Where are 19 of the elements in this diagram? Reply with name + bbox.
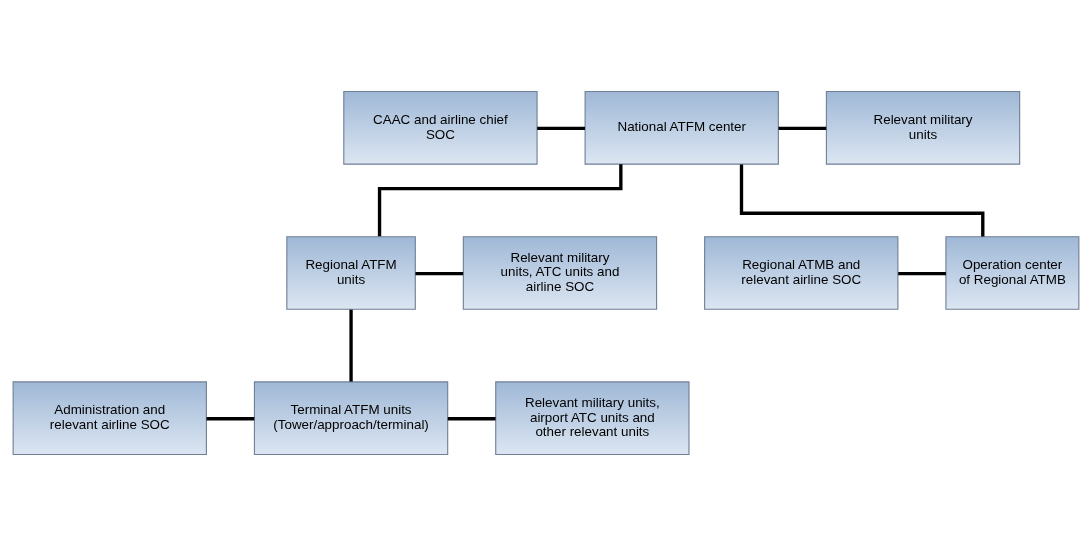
node-box: National ATFM center: [584, 90, 779, 165]
connector: [377, 163, 623, 236]
node-box: CAAC and airline chief SOC: [343, 90, 538, 165]
connector: [739, 164, 985, 236]
node-box: Operation center of Regional ATMB: [945, 235, 1080, 310]
node-box: Relevant military units, ATC units and airline SOC: [462, 235, 658, 310]
node-box: Relevant military units: [825, 90, 1021, 165]
node-box: Terminal ATFM units (Tower/approach/terminal): [253, 380, 449, 455]
connector: [898, 271, 946, 275]
connector: [206, 416, 255, 420]
node-box: Relevant military units, airport ATC units and other relevant units: [495, 380, 690, 455]
connector: [778, 126, 827, 130]
node-box: Regional ATFM units: [286, 235, 416, 310]
node-box: Administration and relevant airline SOC: [12, 380, 207, 455]
connector: [349, 309, 353, 382]
connector: [537, 126, 585, 130]
connector: [447, 416, 496, 420]
node-box: Regional ATMB and relevant airline SOC: [704, 235, 899, 310]
connector: [415, 271, 464, 275]
